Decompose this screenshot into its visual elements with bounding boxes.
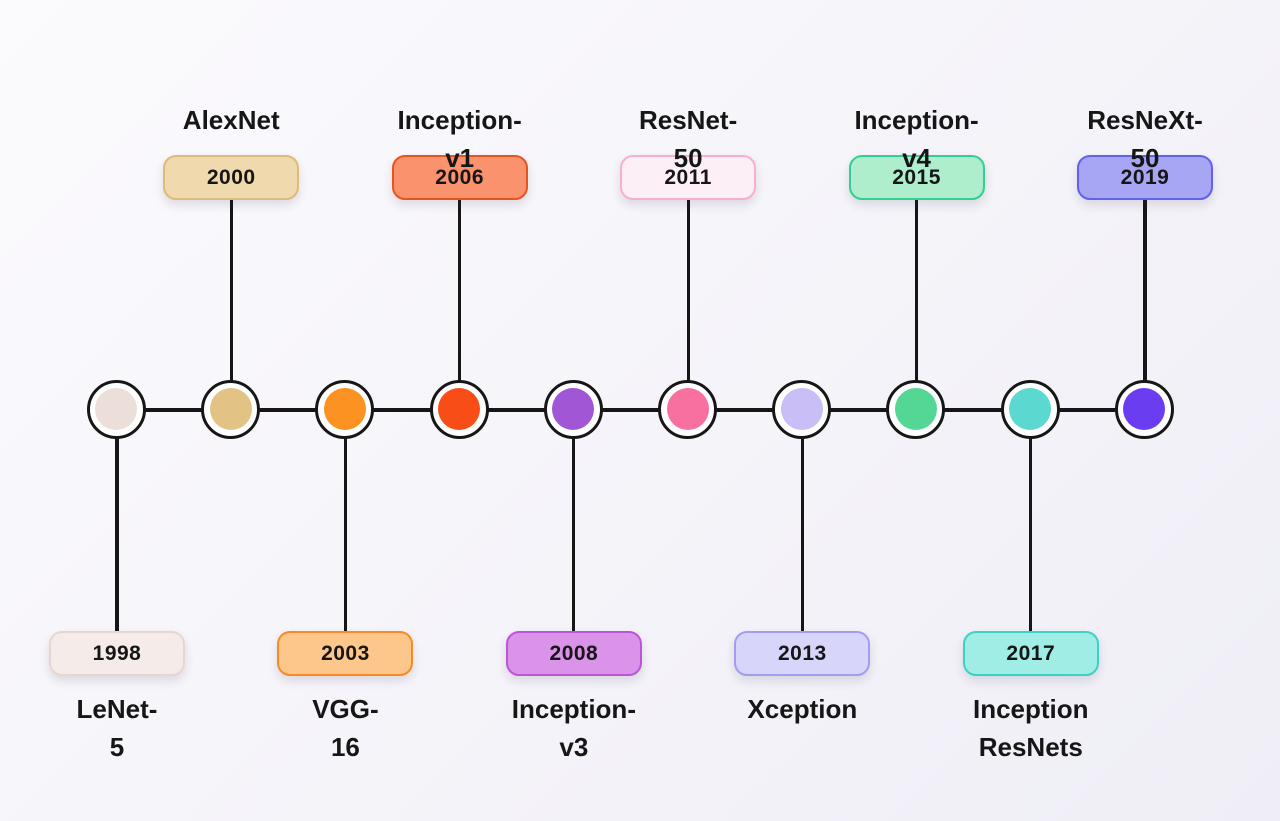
milestone-label: VGG-16 [312, 694, 379, 762]
year-badge: 2008 [505, 631, 642, 676]
node-dot [209, 388, 252, 431]
timeline-node [1114, 379, 1174, 439]
milestone-label: ResNeXt-50 [1087, 105, 1203, 173]
timeline-node [315, 379, 375, 439]
node-dot [780, 388, 823, 431]
year-badge: 2006 [391, 155, 528, 200]
year-label: 2011 [664, 165, 712, 189]
connector-line [686, 197, 690, 383]
timeline-node [429, 379, 489, 439]
node-dot [666, 388, 709, 431]
year-label: 2006 [435, 165, 485, 189]
milestone-label: Inception-v3 [511, 694, 636, 762]
milestone-label: Inception ResNets [972, 694, 1089, 762]
year-label: 2017 [1006, 641, 1056, 665]
node-dot [1009, 388, 1052, 431]
year-badge: 2000 [163, 155, 300, 200]
node-dot [323, 388, 366, 431]
milestone-label: Xception [747, 694, 858, 724]
year-label: 2008 [549, 641, 599, 665]
node-dot [95, 388, 138, 431]
year-label: 2000 [206, 165, 256, 189]
node-dot [1123, 388, 1166, 431]
timeline-node [772, 379, 832, 439]
node-dot [894, 388, 937, 431]
year-badge: 2013 [734, 631, 871, 676]
timeline-node [886, 379, 946, 439]
milestone-label: ResNet-50 [638, 105, 738, 173]
milestone-label: AlexNet [182, 105, 280, 135]
year-badge: 2017 [962, 631, 1099, 676]
timeline-node [658, 379, 717, 439]
milestone-label: Inception-v1 [397, 105, 522, 173]
connector-line [229, 197, 233, 383]
timeline-node [86, 379, 146, 439]
connector-line [343, 437, 348, 634]
year-label: 1998 [92, 641, 142, 665]
connector-line [115, 437, 119, 634]
connector-line [1143, 197, 1147, 383]
year-badge: 2011 [620, 155, 757, 200]
year-label: 2019 [1120, 165, 1170, 189]
connector-line [1029, 437, 1033, 634]
timeline-node [543, 379, 603, 439]
connector-line [914, 197, 919, 383]
timeline-node [1000, 379, 1060, 439]
year-badge: 2003 [277, 631, 414, 676]
timeline-axis-line [117, 408, 1145, 412]
year-badge: 1998 [49, 631, 185, 676]
year-label: 2015 [892, 165, 941, 189]
milestone-label: LeNet-5 [76, 694, 158, 762]
year-label: 2003 [321, 641, 370, 665]
node-dot [438, 388, 481, 431]
connector-line [458, 197, 462, 383]
year-badge: 2015 [848, 155, 985, 200]
connector-line [800, 437, 804, 634]
connector-line [572, 437, 576, 634]
year-label: 2013 [777, 641, 827, 665]
timeline-node [201, 379, 261, 439]
node-dot [552, 388, 595, 431]
year-badge: 2019 [1077, 155, 1213, 200]
milestone-label: Inception-v4 [854, 105, 979, 173]
